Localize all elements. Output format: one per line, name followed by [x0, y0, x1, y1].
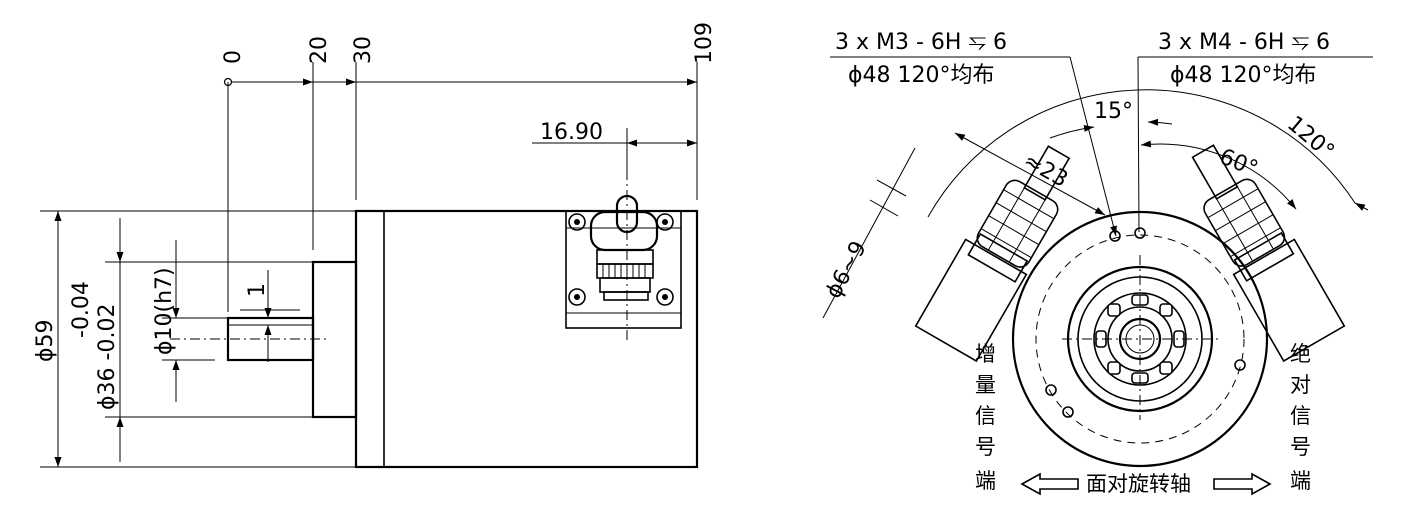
ordinate-label-30: 30 — [351, 36, 376, 64]
callout-left-line1: 3 x M3 - 6H ⥧ 6 — [835, 30, 1007, 55]
mounting-hole-icon — [1109, 230, 1121, 242]
ordinate-label-109: 109 — [692, 22, 717, 64]
mounting-hole-icon — [1045, 384, 1057, 396]
leader-m3 — [1069, 56, 1117, 237]
cable-end — [1191, 144, 1239, 200]
callout-right-line2: ϕ48 120°均布 — [1170, 63, 1317, 88]
svg-text:信: 信 — [975, 404, 996, 428]
dim-label-flat: 1 — [245, 283, 270, 297]
screw-icon — [568, 213, 586, 231]
svg-text:量: 量 — [975, 373, 996, 397]
ordinate-label-20: 20 — [307, 36, 332, 64]
callout-left-line2: ϕ48 120°均布 — [848, 63, 995, 88]
mounting-hole-icon — [1234, 359, 1246, 371]
leader-m4 — [1137, 56, 1140, 233]
ordinate-label-0: 0 — [221, 50, 246, 64]
side-view: 0 20 30 109 16.90 ϕ59 -0.04 ϕ36 — [33, 22, 717, 469]
cable-connector-side — [565, 170, 682, 342]
cable-connector-right — [1191, 144, 1346, 363]
svg-text:端: 端 — [1290, 469, 1311, 493]
bolt-circle — [1035, 234, 1245, 444]
mounting-hole-icon — [1062, 406, 1074, 418]
callout-right-line1: 3 x M4 - 6H ⥧ 6 — [1158, 30, 1330, 55]
dim-label-phi36: ϕ36 -0.02 — [95, 304, 120, 410]
bearing-balls — [1095, 294, 1185, 384]
encoder-housing — [1011, 210, 1269, 468]
mounting-hole-icon — [1134, 227, 1146, 239]
svg-text:信: 信 — [1290, 404, 1311, 428]
cable-end — [1023, 145, 1071, 201]
arrow-right-icon — [1213, 472, 1272, 496]
angle-label-120: 120° — [1282, 111, 1339, 164]
cable-connector-left — [914, 145, 1071, 363]
dim-label-phi10: ϕ10(h7) — [152, 267, 177, 355]
label-face-shaft: 面对旋转轴 — [1086, 472, 1191, 496]
dim-label-16-90: 16.90 — [540, 120, 603, 145]
svg-text:对: 对 — [1290, 373, 1311, 397]
screw-icon — [656, 288, 674, 306]
arc-60 — [1140, 140, 1297, 210]
svg-text:增: 增 — [975, 342, 996, 366]
svg-text:号: 号 — [975, 435, 996, 459]
dim-label-phi59: ϕ59 — [33, 319, 58, 362]
screw-icon — [568, 288, 586, 306]
label-incremental-signal: 增 量 信 号 端 — [975, 342, 996, 493]
angle-label-15: 15° — [1094, 99, 1133, 124]
front-view: 3 x M3 - 6H ⥧ 6 ϕ48 120°均布 3 x M4 - 6H ⥧… — [821, 30, 1373, 496]
svg-text:号: 号 — [1290, 435, 1311, 459]
svg-text:端: 端 — [975, 469, 996, 493]
svg-text:绝: 绝 — [1290, 342, 1311, 366]
connector-plate — [565, 210, 682, 329]
angle-label-60: 60° — [1216, 144, 1262, 182]
dim-line-cable — [822, 147, 916, 319]
dim-label-cable: ϕ6~9 — [821, 237, 872, 303]
dim-label-tolerance-upper: -0.04 — [69, 281, 94, 338]
label-absolute-signal: 绝 对 信 号 端 — [1290, 342, 1311, 493]
arrow-left-icon — [1020, 472, 1079, 496]
dim-line-approx23 — [954, 132, 1106, 216]
